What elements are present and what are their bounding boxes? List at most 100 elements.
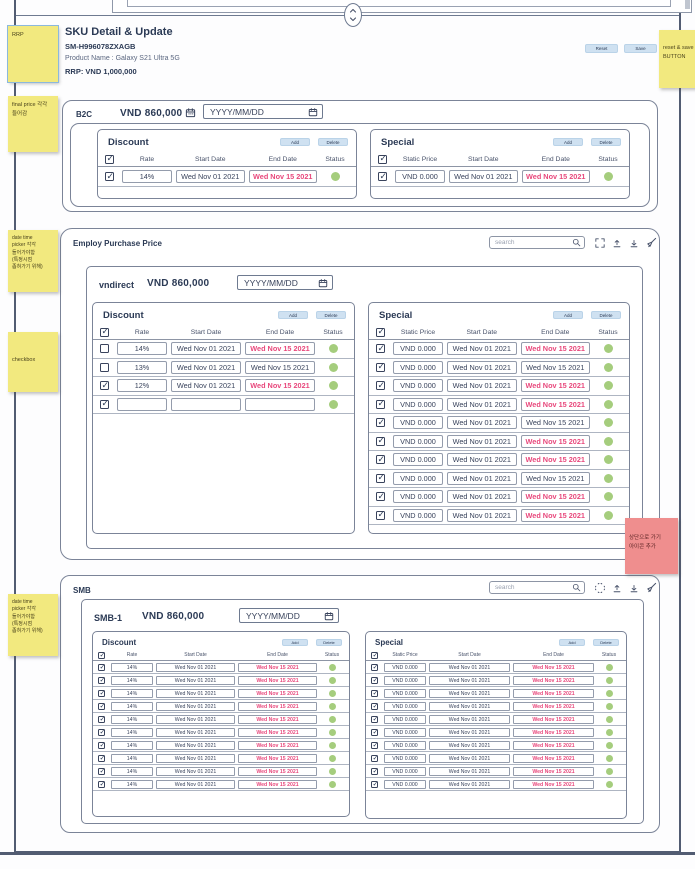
- row-checkbox[interactable]: [376, 509, 385, 520]
- static-price-input[interactable]: VND 0.000: [384, 701, 426, 711]
- row-checkbox[interactable]: [371, 780, 378, 788]
- row-checkbox[interactable]: [98, 689, 105, 697]
- row-checkbox[interactable]: [376, 435, 385, 446]
- rate-input[interactable]: 14%: [111, 688, 153, 698]
- broom-icon[interactable]: [646, 582, 657, 593]
- collapse-toggle[interactable]: [344, 3, 362, 27]
- start-date-input[interactable]: Wed Nov 01 2021: [447, 453, 517, 467]
- end-date-input[interactable]: [245, 397, 315, 411]
- static-price-input[interactable]: VND 0.000: [384, 740, 426, 750]
- end-date-input[interactable]: Wed Nov 15 2021: [521, 170, 590, 183]
- start-date-input[interactable]: Wed Nov 01 2021: [156, 753, 235, 763]
- select-all-checkbox[interactable]: [105, 153, 114, 164]
- sticky-note-rrp[interactable]: RRP: [7, 25, 59, 83]
- start-date-input[interactable]: Wed Nov 01 2021: [176, 170, 245, 183]
- static-price-input[interactable]: VND 0.000: [393, 471, 443, 485]
- rate-input[interactable]: 14%: [111, 701, 153, 711]
- row-checkbox[interactable]: [371, 728, 378, 736]
- select-all-checkbox[interactable]: [376, 326, 385, 337]
- fullscreen-icon[interactable]: [595, 237, 605, 248]
- end-date-input[interactable]: Wed Nov 15 2021: [520, 360, 590, 374]
- start-date-input[interactable]: Wed Nov 01 2021: [156, 714, 235, 724]
- start-date-input[interactable]: Wed Nov 01 2021: [156, 766, 235, 776]
- end-date-input[interactable]: Wed Nov 15 2021: [520, 379, 590, 393]
- start-date-input[interactable]: Wed Nov 01 2021: [429, 701, 510, 711]
- end-date-input[interactable]: Wed Nov 15 2021: [513, 675, 594, 685]
- start-date-input[interactable]: Wed Nov 01 2021: [429, 675, 510, 685]
- rate-input[interactable]: 14%: [111, 753, 153, 763]
- start-date-input[interactable]: Wed Nov 01 2021: [447, 490, 517, 504]
- rate-input[interactable]: 12%: [117, 379, 167, 393]
- end-date-input[interactable]: Wed Nov 15 2021: [238, 701, 317, 711]
- row-checkbox[interactable]: [376, 417, 385, 428]
- select-all-checkbox[interactable]: [378, 153, 387, 164]
- start-date-input[interactable]: Wed Nov 01 2021: [429, 740, 510, 750]
- delete-button[interactable]: Delete: [316, 311, 346, 319]
- start-date-input[interactable]: Wed Nov 01 2021: [156, 675, 235, 685]
- end-date-input[interactable]: Wed Nov 15 2021: [245, 342, 315, 356]
- arrow-down-icon[interactable]: [629, 238, 639, 248]
- start-date-input[interactable]: Wed Nov 01 2021: [447, 360, 517, 374]
- row-checkbox[interactable]: [98, 741, 105, 749]
- rate-input[interactable]: 14%: [111, 779, 153, 789]
- rate-input[interactable]: 14%: [111, 662, 153, 672]
- row-checkbox[interactable]: [371, 702, 378, 710]
- arrow-up-icon[interactable]: [612, 238, 622, 248]
- reset-button[interactable]: Reset: [585, 44, 618, 53]
- rate-input[interactable]: 14%: [111, 714, 153, 724]
- static-price-input[interactable]: VND 0.000: [393, 508, 443, 522]
- end-date-input[interactable]: Wed Nov 15 2021: [520, 342, 590, 356]
- row-checkbox[interactable]: [376, 380, 385, 391]
- select-all-checkbox[interactable]: [98, 651, 105, 659]
- sticky-note-checkbox[interactable]: checkbox: [8, 332, 58, 392]
- end-date-input[interactable]: Wed Nov 15 2021: [513, 701, 594, 711]
- end-date-input[interactable]: Wed Nov 15 2021: [520, 490, 590, 504]
- start-date-input[interactable]: Wed Nov 01 2021: [156, 740, 235, 750]
- start-date-input[interactable]: [171, 397, 241, 411]
- end-date-input[interactable]: Wed Nov 15 2021: [513, 662, 594, 672]
- delete-button[interactable]: Delete: [318, 138, 348, 146]
- start-date-input[interactable]: Wed Nov 01 2021: [156, 688, 235, 698]
- rate-input[interactable]: 14%: [111, 766, 153, 776]
- row-checkbox[interactable]: [98, 767, 105, 775]
- start-date-input[interactable]: Wed Nov 01 2021: [447, 434, 517, 448]
- end-date-input[interactable]: Wed Nov 15 2021: [245, 379, 315, 393]
- start-date-input[interactable]: Wed Nov 01 2021: [171, 360, 241, 374]
- delete-button[interactable]: Delete: [591, 138, 621, 146]
- end-date-input[interactable]: Wed Nov 15 2021: [520, 471, 590, 485]
- add-button[interactable]: Add: [553, 311, 583, 319]
- sticky-note-reset-save[interactable]: reset & save BUTTON: [659, 30, 695, 88]
- end-date-input[interactable]: Wed Nov 15 2021: [238, 727, 317, 737]
- end-date-input[interactable]: Wed Nov 15 2021: [520, 508, 590, 522]
- fullscreen-icon[interactable]: [595, 582, 605, 593]
- rate-input[interactable]: 14%: [122, 170, 172, 183]
- static-price-input[interactable]: VND 0.000: [384, 779, 426, 789]
- rate-input[interactable]: 14%: [117, 342, 167, 356]
- delete-button[interactable]: Delete: [591, 311, 621, 319]
- row-checkbox[interactable]: [98, 754, 105, 762]
- static-price-input[interactable]: VND 0.000: [393, 379, 443, 393]
- static-price-input[interactable]: VND 0.000: [393, 342, 443, 356]
- static-price-input[interactable]: VND 0.000: [384, 766, 426, 776]
- end-date-input[interactable]: Wed Nov 15 2021: [520, 416, 590, 430]
- row-checkbox[interactable]: [100, 398, 109, 409]
- start-date-input[interactable]: Wed Nov 01 2021: [447, 342, 517, 356]
- start-date-input[interactable]: Wed Nov 01 2021: [429, 714, 510, 724]
- row-checkbox[interactable]: [100, 362, 109, 372]
- end-date-input[interactable]: Wed Nov 15 2021: [245, 360, 315, 374]
- end-date-input[interactable]: Wed Nov 15 2021: [238, 662, 317, 672]
- static-price-input[interactable]: VND 0.000: [395, 170, 445, 183]
- search-input[interactable]: search: [489, 581, 585, 594]
- start-date-input[interactable]: Wed Nov 01 2021: [156, 662, 235, 672]
- row-checkbox[interactable]: [376, 472, 385, 483]
- static-price-input[interactable]: VND 0.000: [384, 675, 426, 685]
- static-price-input[interactable]: VND 0.000: [393, 453, 443, 467]
- start-date-input[interactable]: Wed Nov 01 2021: [447, 416, 517, 430]
- static-price-input[interactable]: VND 0.000: [384, 753, 426, 763]
- rate-input[interactable]: 14%: [111, 727, 153, 737]
- static-price-input[interactable]: VND 0.000: [393, 434, 443, 448]
- end-date-input[interactable]: Wed Nov 15 2021: [238, 753, 317, 763]
- start-date-input[interactable]: Wed Nov 01 2021: [429, 753, 510, 763]
- start-date-input[interactable]: Wed Nov 01 2021: [447, 379, 517, 393]
- rate-input[interactable]: 14%: [111, 675, 153, 685]
